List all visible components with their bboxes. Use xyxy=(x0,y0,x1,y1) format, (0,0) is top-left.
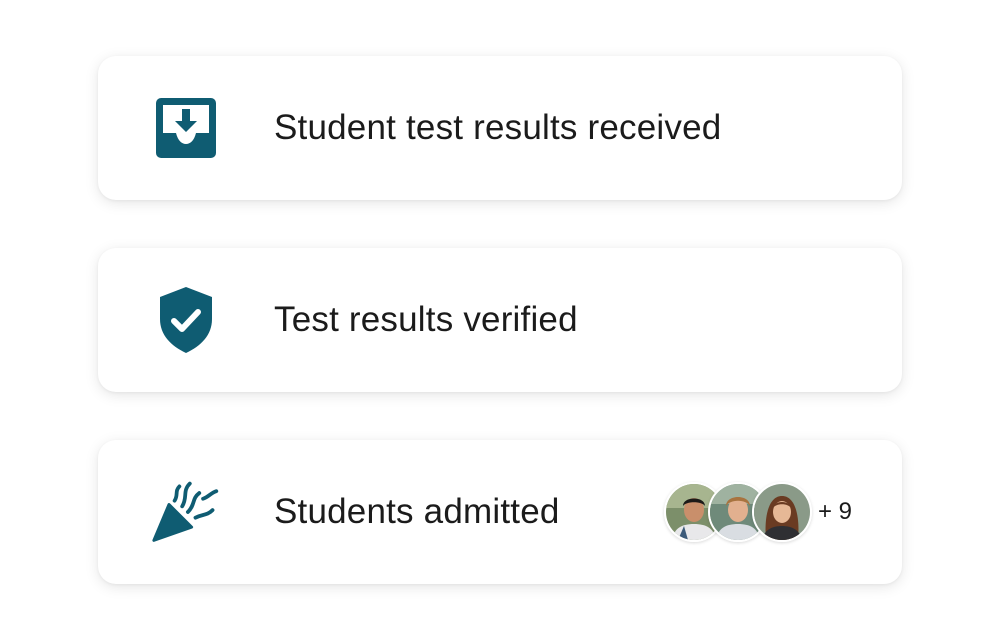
step-card-results-received: Student test results received xyxy=(98,56,902,200)
inbox-download-icon xyxy=(150,96,222,160)
step-label: Students admitted xyxy=(274,492,560,531)
step-card-results-verified: Test results verified xyxy=(98,248,902,392)
step-card-students-admitted: Students admitted xyxy=(98,440,902,584)
party-popper-icon xyxy=(150,480,222,544)
step-label: Test results verified xyxy=(274,300,578,339)
avatar-group xyxy=(664,482,814,542)
shield-check-icon xyxy=(150,287,222,353)
avatar xyxy=(752,482,812,542)
step-label: Student test results received xyxy=(274,108,722,147)
more-students-count: + 9 xyxy=(818,498,853,525)
